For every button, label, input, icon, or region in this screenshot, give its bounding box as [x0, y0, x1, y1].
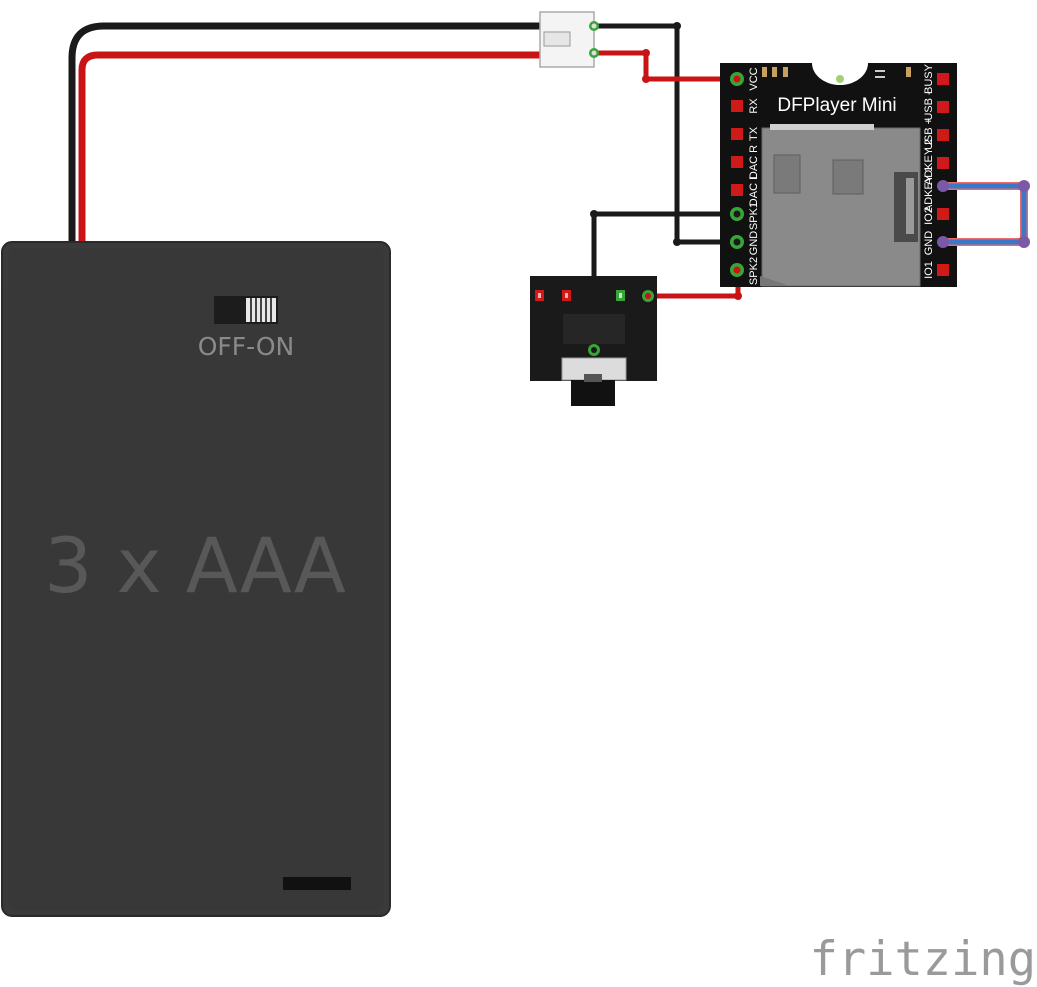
pin-label-usb-plus: USB +	[923, 118, 935, 150]
sd-card-slot	[760, 124, 921, 287]
pin-label-io1: IO1	[923, 261, 935, 279]
switch-label: OFF-ON	[198, 332, 295, 361]
pin-label-gnd-right: GND	[923, 231, 935, 256]
pin-label-adkey1: ADKEY 1	[923, 166, 935, 212]
pin-label-gnd-left: GND	[748, 231, 760, 256]
pin-label-adkey2: ADKEY 2	[923, 139, 935, 185]
pin-label-usb-minus: USB -	[923, 91, 935, 121]
wire-battery-black	[68, 22, 544, 248]
pin-label-vcc: VCC	[748, 67, 760, 90]
pin-label-rx: RX	[748, 98, 760, 114]
pin-label-tx: TX	[748, 126, 760, 141]
battery-slot	[283, 877, 351, 890]
pin-label-busy: BUSY	[923, 63, 935, 94]
battery-label: 3 x AAA	[44, 521, 346, 610]
module-title: DFPlayer Mini	[777, 95, 896, 116]
dfplayer-module: DFPlayer Mini	[720, 63, 957, 287]
pin-label-dac-l: DAC L	[748, 174, 760, 206]
jumper-wire-blue	[937, 180, 1030, 248]
jst-connector	[539, 11, 599, 68]
battery-pack: OFF-ON 3 x AAA	[1, 241, 391, 917]
pin-label-spk1: SPK1	[748, 202, 760, 230]
fritzing-watermark: fritzing	[810, 932, 1036, 987]
pin-label-io2: IO2	[923, 207, 935, 225]
wire-gnd-black	[594, 23, 738, 245]
right-pin-pads	[937, 73, 949, 276]
left-pin-pads	[730, 72, 744, 277]
wire-battery-red	[78, 51, 544, 248]
wire-vcc-red	[594, 50, 738, 82]
pin-label-spk2: SPK2	[748, 257, 760, 285]
power-switch[interactable]	[214, 296, 278, 324]
audio-jack	[530, 276, 657, 406]
pin-label-dac-r: DAC R	[748, 145, 760, 179]
